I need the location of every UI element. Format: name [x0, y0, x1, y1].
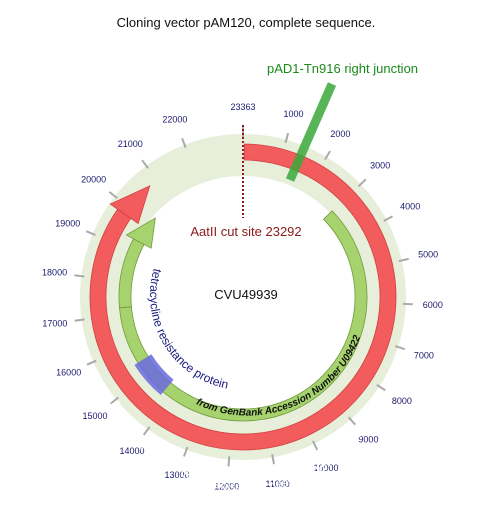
tick-mark — [312, 440, 319, 451]
tick-mark — [376, 383, 386, 392]
tick-label: 18000 — [42, 268, 67, 278]
tick-mark — [398, 257, 409, 263]
tick-mark — [183, 446, 189, 457]
tick-mark — [284, 132, 290, 144]
tick-mark — [110, 396, 120, 405]
junction-marker — [285, 82, 337, 182]
tet-region-highlight — [134, 354, 174, 396]
tick-label: 5000 — [418, 249, 438, 259]
tick-mark — [85, 230, 96, 236]
tick-mark — [383, 215, 394, 222]
tick-label: 17000 — [42, 319, 67, 329]
feature-arcs — [89, 143, 397, 451]
tick-mark — [394, 345, 406, 351]
tick-label: 16000 — [56, 368, 81, 378]
tick-label: 9000 — [358, 435, 378, 445]
tick-label: 1000 — [283, 109, 303, 119]
tick-label: 12000 — [214, 481, 239, 491]
inner-feature-arrowhead — [125, 217, 156, 249]
junction-label: pAD1-Tn916 right junction — [267, 61, 418, 76]
tick-mark — [142, 426, 151, 436]
tick-label: 19000 — [55, 218, 80, 228]
tick-label: 7000 — [414, 350, 434, 360]
tick-label: 13000 — [165, 470, 190, 480]
tick-mark — [271, 454, 275, 465]
tick-mark — [181, 137, 187, 148]
tick-label: 8000 — [392, 396, 412, 406]
tick-label: 11000 — [265, 479, 289, 489]
tick-mark — [347, 416, 356, 426]
cut-site-label: AatII cut site 23292 — [190, 224, 301, 239]
tick-mark — [324, 150, 331, 161]
map-title: Cloning vector pAM120, complete sequence… — [117, 15, 376, 30]
tick-mark — [108, 191, 118, 199]
tick-mark — [74, 318, 85, 322]
center-label: CVU49939 — [214, 287, 278, 302]
tick-marks: 1000 2000 3000 4000 5000 6000 7000 8000 9000 1000… — [42, 102, 443, 491]
tick-mark — [74, 274, 85, 278]
tick-label: 4000 — [400, 202, 420, 212]
tick-label: 20000 — [81, 175, 106, 185]
outer-feature-arrowhead — [109, 185, 151, 225]
tick-mark — [141, 159, 149, 169]
tick-mark — [86, 359, 97, 366]
tick-label: 6000 — [423, 300, 443, 310]
tick-label: 15000 — [83, 411, 108, 421]
tick-label: 3000 — [370, 161, 390, 171]
tick-mark — [227, 456, 231, 467]
tick-label: 23363 — [230, 102, 255, 112]
tick-label: 2000 — [330, 129, 350, 139]
tick-label: 21000 — [118, 139, 143, 149]
tick-label: 22000 — [162, 115, 187, 125]
tick-label: 10000 — [314, 463, 339, 473]
outer-feature-arc — [89, 143, 397, 451]
tick-label: 14000 — [120, 446, 145, 456]
tick-mark — [357, 178, 367, 188]
